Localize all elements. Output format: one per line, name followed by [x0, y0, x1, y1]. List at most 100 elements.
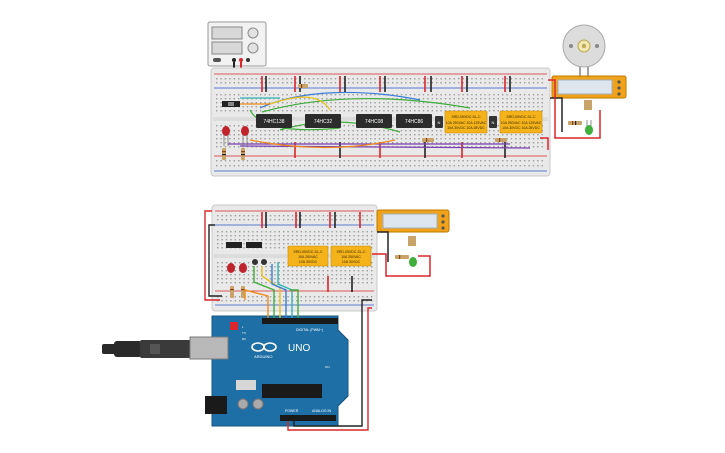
breadboard-hole[interactable] [449, 160, 451, 162]
breadboard-hole[interactable] [247, 266, 250, 268]
breadboard-hole[interactable] [238, 142, 240, 144]
push-buttons[interactable] [252, 259, 267, 265]
breadboard-hole[interactable] [532, 78, 535, 80]
breadboard-hole[interactable] [405, 130, 407, 132]
breadboard-hole[interactable] [519, 146, 521, 148]
breadboard-hole[interactable] [217, 266, 219, 268]
breadboard-hole[interactable] [528, 146, 530, 148]
breadboard-hole[interactable] [334, 160, 337, 162]
breadboard-hole[interactable] [255, 102, 257, 104]
breadboard-hole[interactable] [277, 142, 279, 144]
breadboard-hole[interactable] [269, 278, 272, 280]
breadboard-hole[interactable] [252, 278, 254, 280]
breadboard-hole[interactable] [246, 110, 249, 112]
breadboard-hole[interactable] [480, 102, 482, 104]
breadboard-hole[interactable] [506, 78, 508, 80]
breadboard-hole[interactable] [343, 165, 345, 167]
breadboard-hole[interactable] [304, 165, 306, 167]
breadboard-hole[interactable] [366, 266, 368, 268]
breadboard-hole[interactable] [216, 82, 218, 84]
breadboard-hole[interactable] [335, 231, 338, 233]
breadboard-hole[interactable] [537, 98, 539, 100]
breadboard-hole[interactable] [378, 130, 381, 132]
breadboard-hole[interactable] [246, 160, 249, 162]
breadboard-hole[interactable] [224, 125, 227, 127]
breadboard-hole[interactable] [239, 239, 241, 241]
breadboard-hole[interactable] [510, 146, 513, 148]
breadboard-hole[interactable] [365, 106, 367, 108]
breadboard-hole[interactable] [466, 138, 469, 140]
breadboard-hole[interactable] [541, 98, 543, 100]
breadboard-hole[interactable] [444, 142, 447, 144]
breadboard-hole[interactable] [331, 235, 333, 237]
breadboard-hole[interactable] [234, 300, 236, 302]
breadboard-hole[interactable] [327, 219, 329, 221]
breadboard-hole[interactable] [291, 219, 294, 221]
breadboard-hole[interactable] [260, 102, 262, 104]
breadboard-hole[interactable] [431, 98, 433, 100]
breadboard-hole[interactable] [340, 219, 342, 221]
breadboard-hole[interactable] [537, 82, 539, 84]
breadboard-hole[interactable] [256, 266, 258, 268]
breadboard-hole[interactable] [317, 134, 319, 136]
breadboard-hole[interactable] [318, 266, 320, 268]
breadboard-hole[interactable] [466, 102, 469, 104]
breadboard-hole[interactable] [370, 94, 372, 96]
breadboard-hole[interactable] [290, 82, 293, 84]
breadboard-hole[interactable] [278, 215, 280, 217]
breadboard-hole[interactable] [242, 110, 244, 112]
breadboard-hole[interactable] [283, 266, 285, 268]
breadboard-hole[interactable] [274, 300, 276, 302]
breadboard-hole[interactable] [283, 282, 285, 284]
breadboard-hole[interactable] [260, 142, 262, 144]
breadboard-hole[interactable] [216, 94, 218, 96]
breadboard-hole[interactable] [365, 142, 367, 144]
breadboard-hole[interactable] [427, 134, 429, 136]
breadboard-hole[interactable] [357, 215, 360, 217]
breadboard-hole[interactable] [444, 146, 447, 148]
breadboard-hole[interactable] [488, 130, 491, 132]
breadboard-hole[interactable] [422, 82, 425, 84]
breadboard-hole[interactable] [286, 165, 288, 167]
breadboard-hole[interactable] [370, 106, 372, 108]
breadboard-hole[interactable] [506, 98, 508, 100]
breadboard-hole[interactable] [392, 142, 394, 144]
breadboard-hole[interactable] [234, 219, 236, 221]
resistor[interactable] [422, 138, 434, 142]
breadboard-hole[interactable] [449, 106, 451, 108]
breadboard-hole[interactable] [493, 134, 495, 136]
breadboard-hole[interactable] [471, 94, 473, 96]
resistor[interactable] [298, 84, 308, 88]
breadboard-hole[interactable] [528, 160, 530, 162]
breadboard-hole[interactable] [220, 134, 222, 136]
breadboard-hole[interactable] [335, 296, 338, 298]
breadboard-hole[interactable] [290, 165, 293, 167]
breadboard-hole[interactable] [371, 247, 373, 249]
breadboard-hole[interactable] [356, 106, 359, 108]
breadboard-hole[interactable] [471, 142, 473, 144]
breadboard-hole[interactable] [283, 296, 285, 298]
breadboard-hole[interactable] [436, 130, 438, 132]
breadboard-hole[interactable] [510, 138, 513, 140]
breadboard-hole[interactable] [400, 98, 403, 100]
breadboard-hole[interactable] [261, 300, 263, 302]
breadboard-hole[interactable] [436, 142, 438, 144]
breadboard-hole[interactable] [383, 165, 385, 167]
breadboard-hole[interactable] [229, 165, 231, 167]
breadboard-hole[interactable] [260, 130, 262, 132]
breadboard-hole[interactable] [221, 278, 223, 280]
breadboard-hole[interactable] [458, 94, 460, 96]
breadboard-hole[interactable] [229, 138, 231, 140]
breadboard-hole[interactable] [312, 142, 315, 144]
breadboard-hole[interactable] [295, 106, 297, 108]
breadboard-hole[interactable] [290, 130, 293, 132]
breadboard-hole[interactable] [225, 239, 228, 241]
breadboard-hole[interactable] [330, 110, 332, 112]
breadboard-hole[interactable] [283, 270, 285, 272]
breadboard-hole[interactable] [362, 266, 364, 268]
breadboard-hole[interactable] [286, 102, 288, 104]
breadboard-hole[interactable] [366, 270, 368, 272]
breadboard-hole[interactable] [357, 266, 360, 268]
breadboard-hole[interactable] [268, 142, 271, 144]
breadboard-hole[interactable] [532, 142, 535, 144]
